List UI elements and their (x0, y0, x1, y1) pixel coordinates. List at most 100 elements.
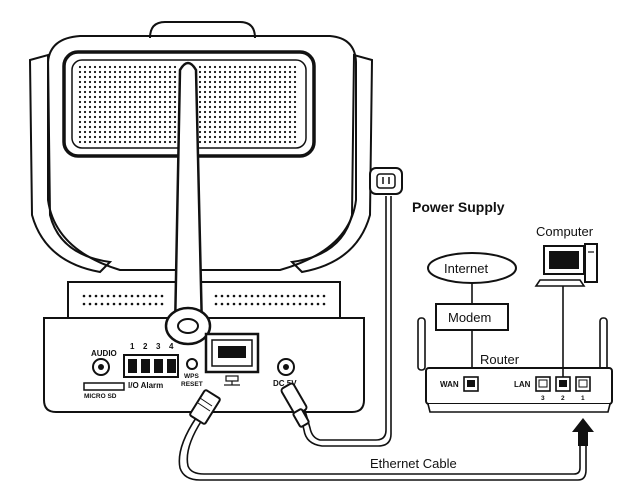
grille-dot (123, 95, 127, 99)
grille-dot (93, 90, 97, 94)
grille-dot (263, 125, 267, 129)
grille-dot (173, 110, 177, 114)
lan-port-1[interactable] (575, 376, 591, 392)
grille-dot (163, 85, 167, 89)
grille-dot (203, 125, 207, 129)
grille-dot (228, 100, 232, 104)
grille-dot (233, 120, 237, 124)
grille-dot (223, 120, 227, 124)
grille-dot (133, 70, 137, 74)
grille-dot (108, 140, 112, 144)
grille-dot (198, 80, 202, 84)
grille-dot (108, 125, 112, 129)
grille-dot (203, 85, 207, 89)
grille-dot (163, 140, 167, 144)
modem-label: Modem (448, 310, 491, 325)
grille-dot (248, 85, 252, 89)
grille-dot (108, 120, 112, 124)
grille-dot (273, 100, 277, 104)
grille-dot (288, 140, 292, 144)
grille-dot (118, 75, 122, 79)
grille-dot (233, 130, 237, 134)
wps-reset-button[interactable] (186, 358, 198, 370)
vent-hole (268, 294, 272, 298)
grille-dot (138, 130, 142, 134)
grille-dot (258, 65, 262, 69)
grille-dot (198, 65, 202, 69)
grille-dot (78, 80, 82, 84)
grille-dot (248, 70, 252, 74)
grille-dot (268, 100, 272, 104)
grille-dot (143, 70, 147, 74)
grille-dot (168, 75, 172, 79)
grille-dot (153, 70, 157, 74)
grille-dot (128, 130, 132, 134)
network-port-icon (224, 375, 240, 386)
lan-port-3[interactable] (535, 376, 551, 392)
grille-dot (213, 125, 217, 129)
grille-dot (98, 80, 102, 84)
grille-dot (218, 110, 222, 114)
grille-dot (203, 80, 207, 84)
grille-dot (253, 120, 257, 124)
grille-dot (78, 105, 82, 109)
grille-dot (258, 125, 262, 129)
grille-dot (153, 80, 157, 84)
micro-sd-slot[interactable] (83, 382, 125, 391)
grille-dot (238, 100, 242, 104)
camera-ethernet-port[interactable] (204, 332, 260, 374)
grille-dot (218, 65, 222, 69)
grille-dot (93, 100, 97, 104)
grille-dot (258, 70, 262, 74)
grille-dot (88, 95, 92, 99)
grille-dot (98, 120, 102, 124)
vent-hole (214, 294, 218, 298)
grille-dot (223, 95, 227, 99)
grille-dot (268, 120, 272, 124)
vent-hole (298, 294, 302, 298)
alarm-number-2: 2 (143, 342, 148, 351)
grille-dot (123, 110, 127, 114)
grille-dot (153, 110, 157, 114)
grille-dot (248, 100, 252, 104)
grille-dot (198, 130, 202, 134)
grille-dot (123, 115, 127, 119)
grille-dot (78, 75, 82, 79)
io-alarm-terminal[interactable]: 1 2 3 4 (123, 342, 179, 378)
vent-hole (136, 294, 140, 298)
grille-dot (208, 120, 212, 124)
grille-dot (168, 120, 172, 124)
grille-dot (278, 65, 282, 69)
grille-dot (293, 115, 297, 119)
grille-dot (128, 100, 132, 104)
grille-dot (278, 120, 282, 124)
antenna (164, 61, 212, 346)
grille-dot (138, 95, 142, 99)
grille-dot (273, 80, 277, 84)
grille-dot (288, 110, 292, 114)
grille-dot (288, 75, 292, 79)
grille-dot (278, 140, 282, 144)
grille-dot (133, 125, 137, 129)
grille-dot (168, 100, 172, 104)
grille-dot (113, 100, 117, 104)
grille-dot (108, 75, 112, 79)
grille-dot (158, 70, 162, 74)
grille-dot (218, 75, 222, 79)
grille-dot (278, 85, 282, 89)
grille-dot (128, 135, 132, 139)
grille-dot (138, 90, 142, 94)
grille-dot (143, 120, 147, 124)
grille-dot (78, 70, 82, 74)
grille-dot (108, 130, 112, 134)
grille-dot (83, 100, 87, 104)
grille-dot (213, 135, 217, 139)
grille-dot (138, 115, 142, 119)
grille-dot (98, 140, 102, 144)
grille-dot (143, 65, 147, 69)
grille-dot (88, 105, 92, 109)
grille-dot (218, 115, 222, 119)
grille-dot (163, 75, 167, 79)
grille-dot (268, 65, 272, 69)
grille-dot (233, 70, 237, 74)
